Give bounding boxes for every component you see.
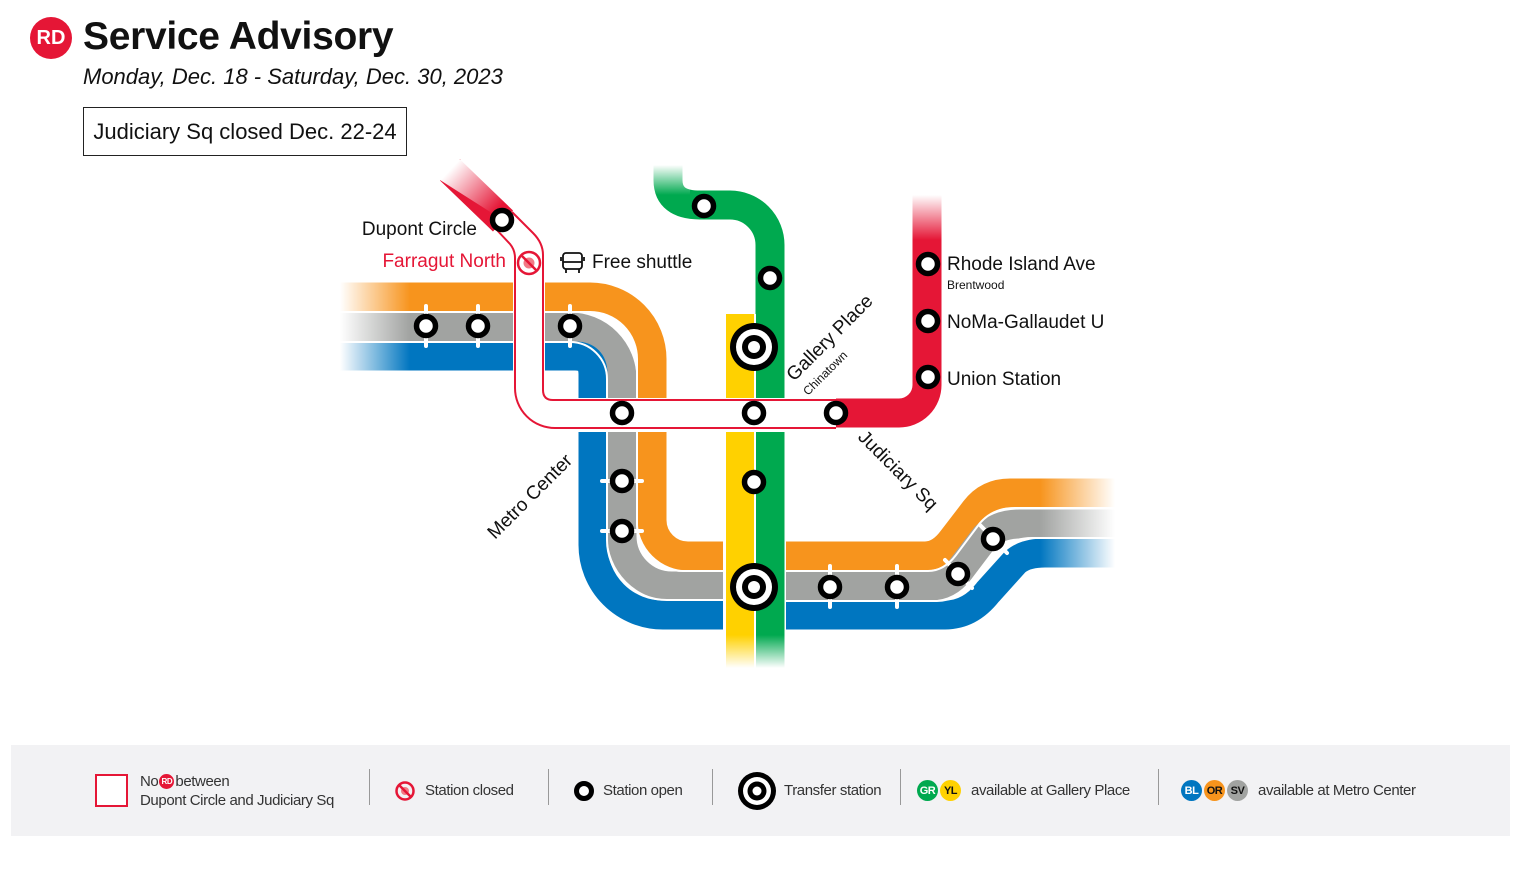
station-open — [980, 526, 1006, 552]
no-service-swatch — [95, 774, 128, 807]
orange-line-badge: OR — [1204, 780, 1225, 801]
metro-text: available at Metro Center — [1258, 782, 1416, 799]
legend-metro-center: BL OR SV available at Metro Center — [1181, 745, 1416, 836]
date-range: Monday, Dec. 18 - Saturday, Dec. 30, 202… — [83, 64, 503, 89]
transfer-station-icon — [738, 771, 776, 810]
label-dupont-circle: Dupont Circle — [362, 219, 477, 240]
label-farragut-north: Farragut North — [382, 251, 506, 272]
closure-notice: Judiciary Sq closed Dec. 22-24 — [83, 107, 407, 156]
station-open — [609, 468, 635, 494]
label-free-shuttle: Free shuttle — [592, 252, 692, 273]
gallery-text: available at Gallery Place — [971, 782, 1130, 799]
orange-line-center — [545, 282, 723, 571]
page-title: Service Advisory — [83, 15, 394, 58]
no-service-post: between — [175, 772, 230, 790]
station-noma — [915, 308, 941, 334]
green-line-badge: GR — [917, 780, 938, 801]
bus-icon — [560, 252, 585, 273]
silver-line-badge: SV — [1227, 780, 1248, 801]
station-union-station — [915, 364, 941, 390]
station-closed-icon — [516, 250, 542, 276]
silver-line-east — [786, 509, 1115, 601]
station-transfer — [730, 563, 778, 611]
blue-line-center — [545, 341, 723, 630]
station-gallery-place-transfer — [730, 323, 778, 371]
yellow-line-badge: YL — [940, 780, 961, 801]
station-open — [757, 265, 783, 291]
no-service-outline — [494, 211, 902, 429]
station-dupont-circle — [489, 207, 515, 233]
divider — [712, 769, 713, 805]
no-service-segment: Dupont Circle and Judiciary Sq — [140, 791, 334, 809]
label-rhode-island-ave: Rhode Island Ave — [947, 254, 1096, 275]
station-open — [741, 469, 767, 495]
blue-line-east — [786, 538, 1115, 630]
label-union-station: Union Station — [947, 369, 1061, 390]
orange-line-east — [786, 478, 1115, 571]
divider — [900, 769, 901, 805]
legend-gallery-place: GR YL available at Gallery Place — [917, 745, 1130, 836]
closed-label: Station closed — [425, 782, 514, 799]
station-open-icon — [574, 780, 594, 801]
label-noma: NoMa-Gallaudet U — [947, 312, 1104, 333]
station-open — [691, 193, 717, 219]
divider — [1158, 769, 1159, 805]
station-judiciary-sq — [823, 400, 849, 426]
divider — [369, 769, 370, 805]
no-service-pre: No — [140, 772, 159, 790]
legend-transfer: Transfer station — [737, 745, 882, 836]
station-rhode-island-ave — [915, 251, 941, 277]
legend-station-open: Station open — [573, 745, 683, 836]
open-label: Station open — [603, 782, 683, 799]
station-open — [413, 313, 439, 339]
transit-map: Dupont Circle Farragut North Free shuttl… — [338, 159, 1120, 675]
station-open — [817, 574, 843, 600]
label-brentwood: Brentwood — [947, 278, 1004, 292]
label-judiciary-sq: Judiciary Sq — [853, 427, 941, 515]
blue-line-badge: BL — [1181, 780, 1202, 801]
red-line-badge: RD — [159, 774, 175, 790]
label-metro-center: Metro Center — [484, 450, 578, 544]
legend-station-closed: Station closed — [394, 745, 514, 836]
station-open — [465, 313, 491, 339]
station-open — [609, 518, 635, 544]
station-metro-center — [609, 400, 635, 426]
station-open — [741, 400, 767, 426]
divider — [548, 769, 549, 805]
transfer-label: Transfer station — [784, 782, 882, 799]
station-closed-icon — [395, 780, 415, 801]
station-open — [945, 561, 971, 587]
station-open — [884, 574, 910, 600]
station-open — [557, 313, 583, 339]
red-line-badge: RD — [30, 17, 72, 59]
